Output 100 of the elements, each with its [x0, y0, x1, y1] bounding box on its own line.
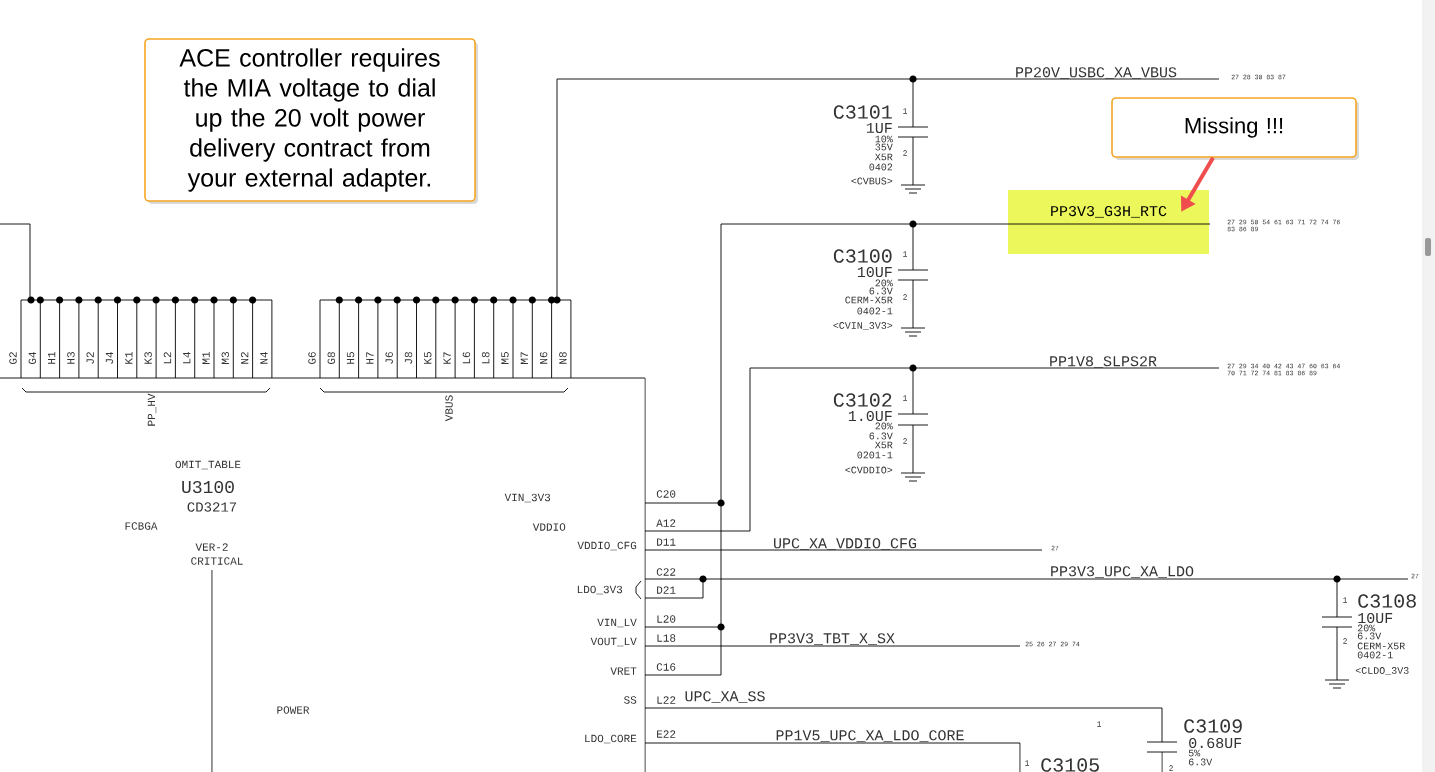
pin-number: C22 — [656, 568, 676, 576]
pin-number: A12 — [656, 519, 676, 527]
ball-label: J2 — [86, 352, 94, 364]
part-info: CERM-X5R — [845, 296, 893, 304]
ball-label: G2 — [9, 352, 17, 364]
pin-name: VIN_LV — [597, 618, 637, 628]
pin-name: VRET — [610, 667, 637, 675]
part-info: 10% — [875, 135, 893, 143]
highlight-band: PP3V3_G3H_RTC — [1008, 190, 1209, 254]
part-info: 20% — [1357, 624, 1376, 632]
part-info: 5% — [1188, 749, 1201, 757]
part-info: X5R — [875, 441, 893, 449]
pin-name: LDO_CORE — [585, 734, 637, 744]
net-label: PP20V_USBC_XA_VBUS — [1016, 67, 1177, 79]
ball-label: N4 — [260, 351, 268, 364]
pin-number: 1 — [903, 108, 907, 114]
part-info: <CVBUS> — [851, 177, 893, 185]
ball-label: G6 — [308, 352, 316, 364]
ball-label: M1 — [202, 351, 210, 364]
pin-number: 1 — [1097, 721, 1101, 727]
part-designator: C3108 — [1358, 594, 1416, 608]
ball-label: L2 — [163, 352, 172, 364]
part-info: 0402 — [869, 163, 893, 171]
pin-name: SS — [624, 696, 637, 704]
component-value: 1.0UF — [848, 410, 892, 422]
pin-name: LDO_3V3 — [577, 585, 623, 595]
ball-label: N6 — [539, 352, 548, 364]
ball-label: G8 — [327, 352, 336, 364]
pin-number: 2 — [1343, 638, 1347, 644]
part-info: 35V — [875, 143, 893, 151]
part-info: <CVIN_3V3> — [833, 322, 893, 330]
pin-number: 1 — [1025, 760, 1029, 766]
net-label: UPC_XA_SS — [685, 691, 765, 703]
ball-label: N8 — [559, 352, 567, 364]
pin-number: E22 — [657, 730, 676, 738]
pin-number: D11 — [657, 538, 676, 546]
pin-number: 1 — [1343, 597, 1347, 603]
ball-label: K1 — [125, 351, 133, 364]
component-value: 10UF — [857, 266, 892, 278]
pin-number: 2 — [1169, 765, 1173, 771]
part-info: X5R — [875, 153, 893, 161]
pin-number: C16 — [656, 663, 676, 671]
ball-label: N2 — [240, 352, 249, 364]
part-designator: C3105 — [1041, 758, 1099, 772]
pin-name: VDDIO — [532, 523, 566, 531]
ball-label: H5 — [346, 352, 355, 364]
pin-number: 2 — [903, 294, 907, 300]
part-info: 6.3V — [869, 432, 893, 440]
pin-number: 2 — [903, 438, 907, 444]
bus-label: PP_HV — [147, 393, 157, 426]
part-designator: U3100 — [182, 480, 234, 494]
pin-number: 1 — [903, 395, 907, 401]
part-number: CD3217 — [187, 502, 237, 512]
part-info: 6.3V — [1357, 632, 1382, 640]
pin-number: L18 — [657, 634, 676, 642]
ball-label: H1 — [48, 351, 56, 364]
part-info: VER-2 — [195, 543, 228, 551]
ball-label: L6 — [462, 352, 471, 364]
net-label: PP3V3_TBT_X_SX — [770, 633, 895, 645]
part-info: CERM-X5R — [1357, 642, 1405, 650]
net-label: PP3V3_UPC_XA_LDO — [1051, 566, 1194, 578]
component-value: 0.68UF — [1189, 737, 1242, 749]
callout-box: ACE controller requires the MIA voltage to dial up the 20 volt power delivery contract from your external adapter. — [144, 38, 478, 204]
part-designator: C3109 — [1184, 719, 1242, 733]
ball-label: J4 — [105, 351, 114, 364]
ball-label: K5 — [424, 352, 432, 364]
part-designator: C3102 — [833, 393, 892, 407]
part-info: <CVDDIO> — [845, 466, 893, 474]
ball-label: L4 — [183, 351, 191, 364]
ball-label: M3 — [221, 352, 230, 364]
part-designator: C3101 — [833, 105, 892, 119]
section-label: POWER — [277, 706, 310, 714]
part-info: 0402-1 — [857, 307, 893, 315]
component-value: 10UF — [1358, 612, 1393, 624]
part-info: OMIT_TABLE — [175, 460, 241, 470]
ball-label: J8 — [404, 352, 413, 364]
pin-number: 1 — [903, 251, 907, 257]
ball-label: M7 — [520, 352, 528, 364]
ball-label: M5 — [501, 352, 509, 364]
pin-number: L22 — [657, 696, 676, 704]
net-label: PP1V8_SLPS2R — [1050, 356, 1157, 368]
ball-label: J6 — [385, 352, 393, 364]
part-info: 6.3V — [1188, 758, 1213, 766]
ball-label: H7 — [366, 352, 374, 364]
net-label: UPC_XA_VDDIO_CFG — [774, 538, 917, 550]
part-info: 0201-1 — [857, 451, 893, 459]
component-value: 1UF — [866, 123, 892, 133]
net-label: PP1V5_UPC_XA_LDO_CORE — [776, 730, 964, 742]
part-info: 20% — [875, 422, 893, 430]
pin-number: L20 — [657, 615, 676, 623]
part-info: 0402-1 — [1357, 651, 1393, 659]
part-info: 20% — [875, 279, 893, 287]
ball-label: K3 — [144, 352, 152, 364]
ball-label: K7 — [443, 352, 451, 364]
ball-label: H3 — [67, 352, 75, 364]
part-info: <CLDO_3V3 — [1355, 667, 1409, 675]
part-info: 6.3V — [869, 287, 893, 295]
ball-label: G4 — [28, 351, 37, 364]
part-designator: C3100 — [833, 249, 892, 263]
part-info: CRITICAL — [191, 557, 243, 565]
